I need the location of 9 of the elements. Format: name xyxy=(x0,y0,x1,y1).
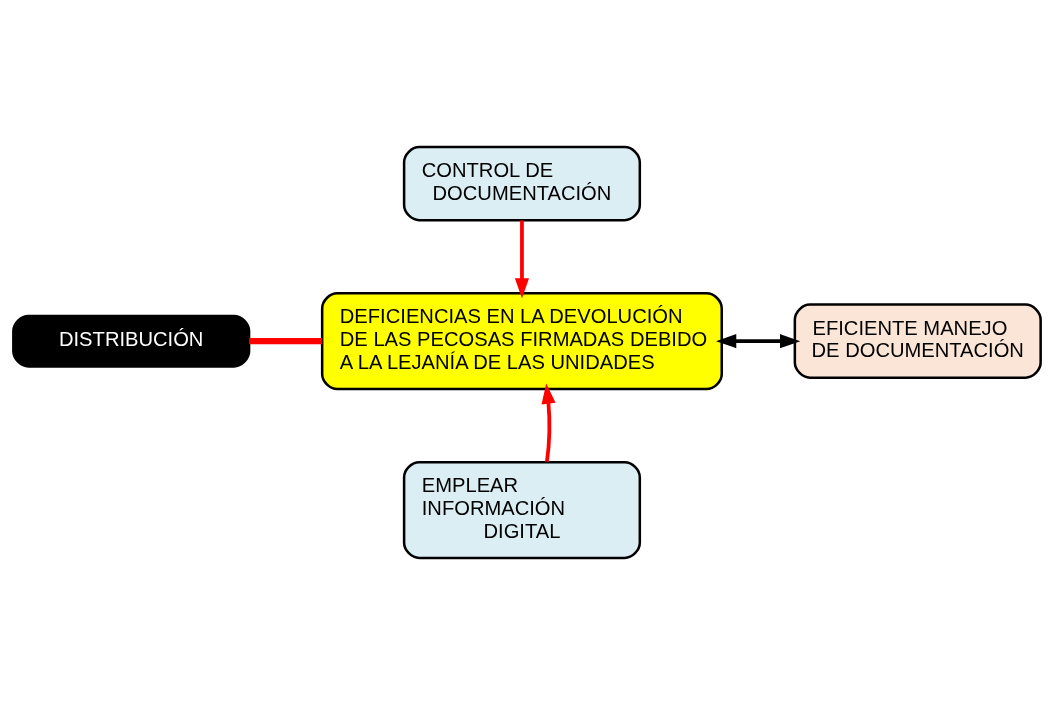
node-box: CONTROL DE DOCUMENTACIÓN xyxy=(402,145,642,221)
connector xyxy=(249,337,323,344)
arrow xyxy=(514,219,530,298)
arrow xyxy=(716,333,801,348)
node-box: EMPLEAR INFORMACIÓN DIGITAL xyxy=(402,460,642,559)
node-box: DEFICIENCIAS EN LA DEVOLUCIÓN DE LAS PECOSAS FIRMADAS DEBIDO A LA LEJANÍA DE LAS UNIDADES xyxy=(320,291,723,390)
node-box: EFICIENTE MANEJO DE DOCUMENTACIÓN xyxy=(793,302,1042,379)
arrow xyxy=(541,383,556,462)
node-box: DISTRIBUCIÓN xyxy=(12,314,251,368)
